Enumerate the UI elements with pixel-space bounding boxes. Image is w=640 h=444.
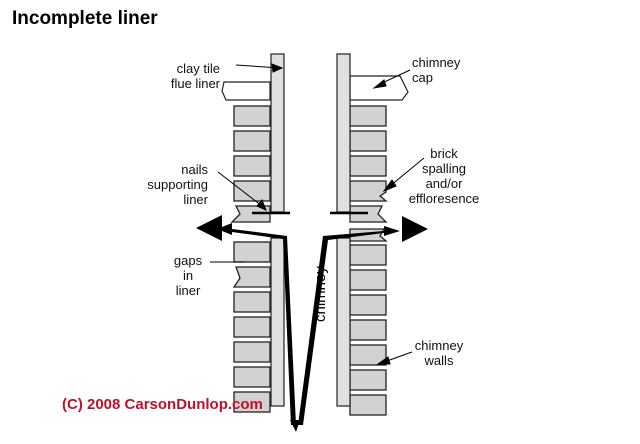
- leader-nails-supporting-liner: [217, 171, 263, 207]
- liner-lower-section: [336, 237, 351, 407]
- right-arrowhead: [402, 216, 428, 242]
- brick: [233, 130, 271, 152]
- arrowhead: [372, 79, 387, 89]
- left-brick-wall: [230, 105, 271, 413]
- right-brick-wall: [349, 105, 388, 416]
- brick: [233, 241, 271, 263]
- diagram-title: Incomplete liner: [12, 8, 158, 29]
- liner-upper-section: [336, 53, 351, 213]
- brick: [233, 316, 271, 338]
- label-clay-tile-flue-liner: clay tile flue liner: [170, 61, 220, 91]
- arrowhead: [376, 356, 391, 365]
- copyright-credit: (C) 2008 CarsonDunlop.com: [62, 396, 263, 413]
- brick: [233, 366, 271, 388]
- label-gaps-in-liner: gaps in liner: [173, 253, 203, 298]
- arrowhead: [271, 63, 284, 73]
- right-chimney-cap: [349, 75, 409, 101]
- brick: [233, 155, 271, 177]
- left-flue-liner: [270, 53, 285, 407]
- label-chimney-flow: chimney: [312, 266, 329, 322]
- brick: [349, 130, 387, 152]
- arrowhead: [256, 199, 267, 211]
- liner-lower-section: [270, 237, 285, 407]
- brick: [233, 291, 271, 313]
- brick: [349, 105, 387, 127]
- brick: [349, 244, 387, 266]
- arrowhead: [382, 179, 397, 193]
- left-chimney-cap: [221, 81, 271, 101]
- brick: [233, 180, 271, 202]
- brick: [233, 391, 271, 413]
- label-chimney-cap: chimney cap: [412, 55, 461, 85]
- spalled-brick: [232, 266, 271, 288]
- left-arrowhead: [196, 215, 222, 241]
- label-brick-spalling: brick spalling and/or effloresence: [408, 146, 480, 206]
- brick: [349, 294, 387, 316]
- brick: [233, 341, 271, 363]
- brick: [349, 269, 387, 291]
- spalled-brick: [349, 180, 388, 202]
- label-chimney-walls: chimney walls: [414, 338, 464, 368]
- brick: [233, 105, 271, 127]
- liner-upper-section: [270, 53, 285, 213]
- brick: [349, 369, 387, 391]
- smoke-flow-arrows: [196, 215, 428, 432]
- brick: [349, 155, 387, 177]
- flow-tail: [290, 420, 300, 432]
- label-nails-supporting-liner: nails supporting liner: [147, 162, 208, 207]
- leader-brick-spalling: [389, 157, 425, 187]
- right-flue-liner: [336, 53, 351, 407]
- leader-lines: [210, 63, 425, 365]
- brick: [349, 319, 387, 341]
- brick: [349, 394, 387, 416]
